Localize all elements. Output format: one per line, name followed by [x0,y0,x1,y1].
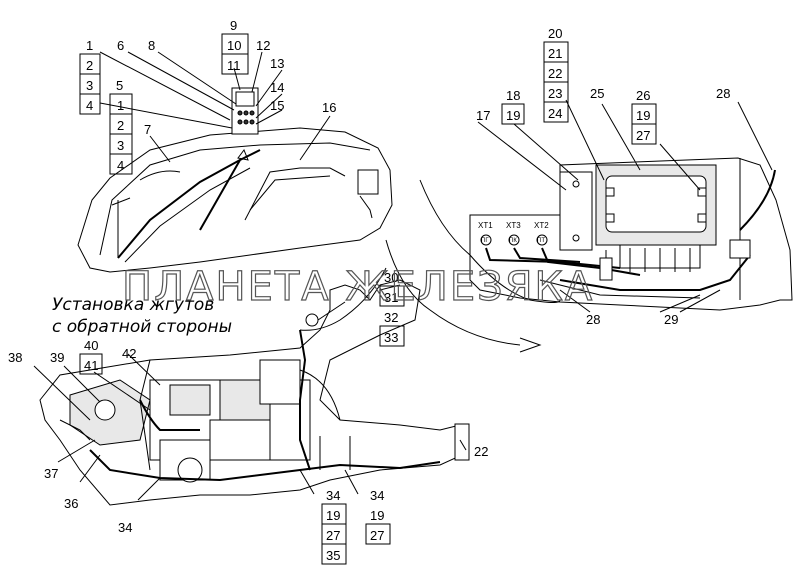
label-24: 24 [548,106,562,121]
label-40: 40 [84,338,98,353]
label-30: 30 [384,270,398,285]
connector-xt3-label: XT3 [506,221,521,230]
label-26-27: 27 [636,128,650,143]
label-22: 22 [548,66,562,81]
label-13: 13 [270,56,284,71]
label-29: 29 [664,312,678,327]
label-22b: 22 [474,444,488,459]
label-23: 23 [548,86,562,101]
connector-xt3-sub: ПК [509,238,517,244]
label-34c-19: 19 [370,508,384,523]
label-2: 2 [86,58,93,73]
label-33: 33 [384,330,398,345]
label-10: 10 [227,38,241,53]
label-34b-35: 35 [326,548,340,563]
watermark-text: ПЛАНЕТА ЖЕЛЕЗЯКА [122,264,594,310]
control-panel [231,87,259,135]
leaders-top-left [99,51,331,163]
label-4: 4 [86,98,93,113]
label-37: 37 [44,466,58,481]
label-14: 14 [270,80,284,95]
leaders-top-right [477,99,773,313]
label-34c-27: 27 [370,528,384,543]
label-34b-27: 27 [326,528,340,543]
connector-xt2-label: XT2 [534,221,549,230]
part-number-labels: 1 2 3 4 5 1 2 3 4 6 7 8 9 10 11 12 13 14… [8,18,730,563]
label-7: 7 [144,122,151,137]
label-38: 38 [8,350,22,365]
label-18-19: 19 [506,108,520,123]
label-11: 11 [227,58,241,73]
label-16: 16 [322,100,336,115]
label-28: 28 [716,86,730,101]
label-12: 12 [256,38,270,53]
label-34b: 34 [326,488,340,503]
label-34b-19: 19 [326,508,340,523]
label-34a: 34 [118,520,132,535]
label-boxes-top-right [501,41,657,145]
connector-labels: XT1 XT3 XT2 ПГ ПК ПТ [478,221,549,244]
label-1: 1 [86,38,93,53]
label-5-4: 4 [117,158,124,173]
label-17: 17 [476,108,490,123]
label-5-2: 2 [117,118,124,133]
label-39: 39 [50,350,64,365]
label-boxes-bottom [79,285,405,565]
label-15: 15 [270,98,284,113]
caption-line-2: с обратной стороны [52,317,232,337]
label-6: 6 [117,38,124,53]
cab-view [77,127,393,273]
caption-line-1: Установка жгутов [52,295,214,315]
label-28b: 28 [586,312,600,327]
label-18: 18 [506,88,520,103]
label-31: 31 [384,290,398,305]
label-8: 8 [148,38,155,53]
view-arrows [299,179,561,353]
label-34c: 34 [370,488,384,503]
label-5-3: 3 [117,138,124,153]
label-5: 5 [116,78,123,93]
label-42: 42 [122,346,136,361]
label-36: 36 [64,496,78,511]
label-26: 26 [636,88,650,103]
connector-xt2-sub: ПТ [537,238,545,244]
label-3: 3 [86,78,93,93]
label-41: 41 [84,358,98,373]
label-20: 20 [548,26,562,41]
connector-xt1-label: XT1 [478,221,493,230]
label-9: 9 [230,18,237,33]
label-5-1: 1 [117,98,124,113]
connector-xt1-sub: ПГ [481,238,489,244]
label-25: 25 [590,86,604,101]
label-boxes-top-left [79,33,249,175]
relay-detail-view [469,157,793,311]
label-32: 32 [384,310,398,325]
label-26-19: 19 [636,108,650,123]
label-21: 21 [548,46,562,61]
